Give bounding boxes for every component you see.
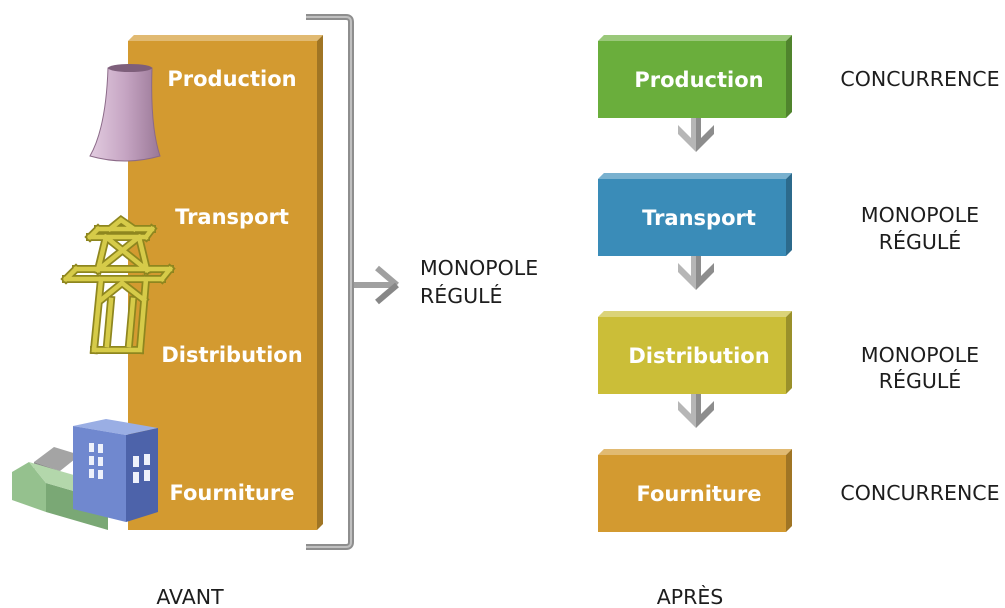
window xyxy=(89,469,94,478)
cooling-tower-icon xyxy=(89,64,161,162)
box-front-face xyxy=(598,179,786,256)
pylon-frame xyxy=(62,217,174,353)
after-regime-distribution-line-1: MONOPOLE xyxy=(861,343,979,367)
before-regime-line-1: MONOPOLE xyxy=(420,256,538,280)
after-label-transport: Transport xyxy=(642,206,756,230)
arrow-head-left xyxy=(678,263,696,290)
box-top-face xyxy=(598,449,792,455)
arrow-stem-dark xyxy=(696,118,701,145)
after-label-fourniture: Fourniture xyxy=(637,482,762,506)
block-top-face xyxy=(128,35,323,41)
after-regime-fourniture: CONCURRENCE xyxy=(840,481,999,505)
integrated-utility-block: Production Transport Distribution Fourni… xyxy=(128,35,323,530)
caption-apres: APRÈS xyxy=(657,584,724,608)
arrow-stem-light xyxy=(691,256,696,283)
window xyxy=(144,470,150,481)
cooling-tower-rim xyxy=(108,64,152,72)
stage-box-production: Production xyxy=(598,35,792,118)
box-top-highlight xyxy=(598,173,792,179)
box-top-face xyxy=(598,35,792,41)
box-top-highlight xyxy=(598,35,792,41)
window xyxy=(89,443,94,452)
after-label-production: Production xyxy=(634,68,763,92)
window xyxy=(98,444,103,453)
window xyxy=(133,456,139,467)
down-arrow-icon xyxy=(678,394,714,428)
back-roof xyxy=(34,447,80,471)
before-regime-line-2: RÉGULÉ xyxy=(420,283,502,308)
box-side-shadow xyxy=(786,311,792,394)
arrow-head-lower xyxy=(375,282,399,305)
caption-avant: AVANT xyxy=(156,585,224,608)
before-section: Production Transport Distribution Fourni… xyxy=(12,14,538,608)
after-regime-transport-line-1: MONOPOLE xyxy=(861,203,979,227)
arrow-head-upper xyxy=(375,265,399,288)
box-top-highlight xyxy=(598,311,792,317)
stage-box-distribution: Distribution xyxy=(598,311,792,394)
after-regime-transport-line-2: RÉGULÉ xyxy=(879,229,961,254)
bracket-highlight xyxy=(306,16,352,548)
after-regime-production: CONCURRENCE xyxy=(840,67,999,91)
window xyxy=(144,454,150,465)
after-regime-distribution-line-2: RÉGULÉ xyxy=(879,368,961,393)
box-front-face xyxy=(598,317,786,394)
box-faces xyxy=(598,449,792,532)
box-faces xyxy=(598,173,792,256)
arrow-stem-light xyxy=(691,118,696,145)
block-side-shadow xyxy=(317,35,323,530)
block-faces xyxy=(128,35,323,530)
box-top-face xyxy=(598,311,792,317)
box-side-face xyxy=(786,449,792,532)
after-section: Production Transport Distribution xyxy=(598,35,1000,608)
box-faces xyxy=(598,311,792,394)
cooling-tower-body xyxy=(89,65,161,162)
after-label-distribution: Distribution xyxy=(628,344,769,368)
house-gable-wall xyxy=(12,462,46,512)
box-faces xyxy=(598,35,792,118)
arrow-stem-dark xyxy=(696,256,701,283)
box-front-face xyxy=(598,455,786,532)
window xyxy=(133,472,139,483)
box-side-face xyxy=(786,35,792,118)
box-side-shadow xyxy=(786,173,792,256)
down-arrow-icon xyxy=(678,256,714,290)
grouping-bracket xyxy=(306,14,354,550)
window xyxy=(98,470,103,479)
arrow-head-right xyxy=(696,401,714,428)
before-label-fourniture: Fourniture xyxy=(170,481,295,505)
stage-box-fourniture: Fourniture xyxy=(598,449,792,532)
arrow-head-left xyxy=(678,125,696,152)
building-windows xyxy=(89,443,150,483)
right-arrow-icon xyxy=(354,265,399,305)
arrow-stem-light xyxy=(691,394,696,421)
buildings-icon xyxy=(12,419,158,530)
window xyxy=(98,457,103,466)
box-top-face xyxy=(598,173,792,179)
box-side-face xyxy=(786,173,792,256)
before-label-production: Production xyxy=(167,67,296,91)
block-side-face xyxy=(317,35,323,530)
box-front-face xyxy=(598,41,786,118)
stage-box-transport: Transport xyxy=(598,173,792,256)
box-side-shadow xyxy=(786,35,792,118)
tower-building-side xyxy=(126,428,158,522)
arrow-head-right xyxy=(696,125,714,152)
before-label-transport: Transport xyxy=(175,205,289,229)
pylon-icon xyxy=(60,214,176,355)
down-arrow-icon xyxy=(678,118,714,152)
block-top-highlight xyxy=(128,35,323,41)
arrow-head-right xyxy=(696,263,714,290)
tower-building-top xyxy=(73,419,158,435)
box-top-highlight xyxy=(598,449,792,455)
arrow-head-left xyxy=(678,401,696,428)
box-side-shadow xyxy=(786,449,792,532)
arrow-stem-dark xyxy=(696,394,701,421)
block-front-face xyxy=(128,41,317,530)
box-side-face xyxy=(786,311,792,394)
before-label-distribution: Distribution xyxy=(161,343,302,367)
window xyxy=(89,456,94,465)
